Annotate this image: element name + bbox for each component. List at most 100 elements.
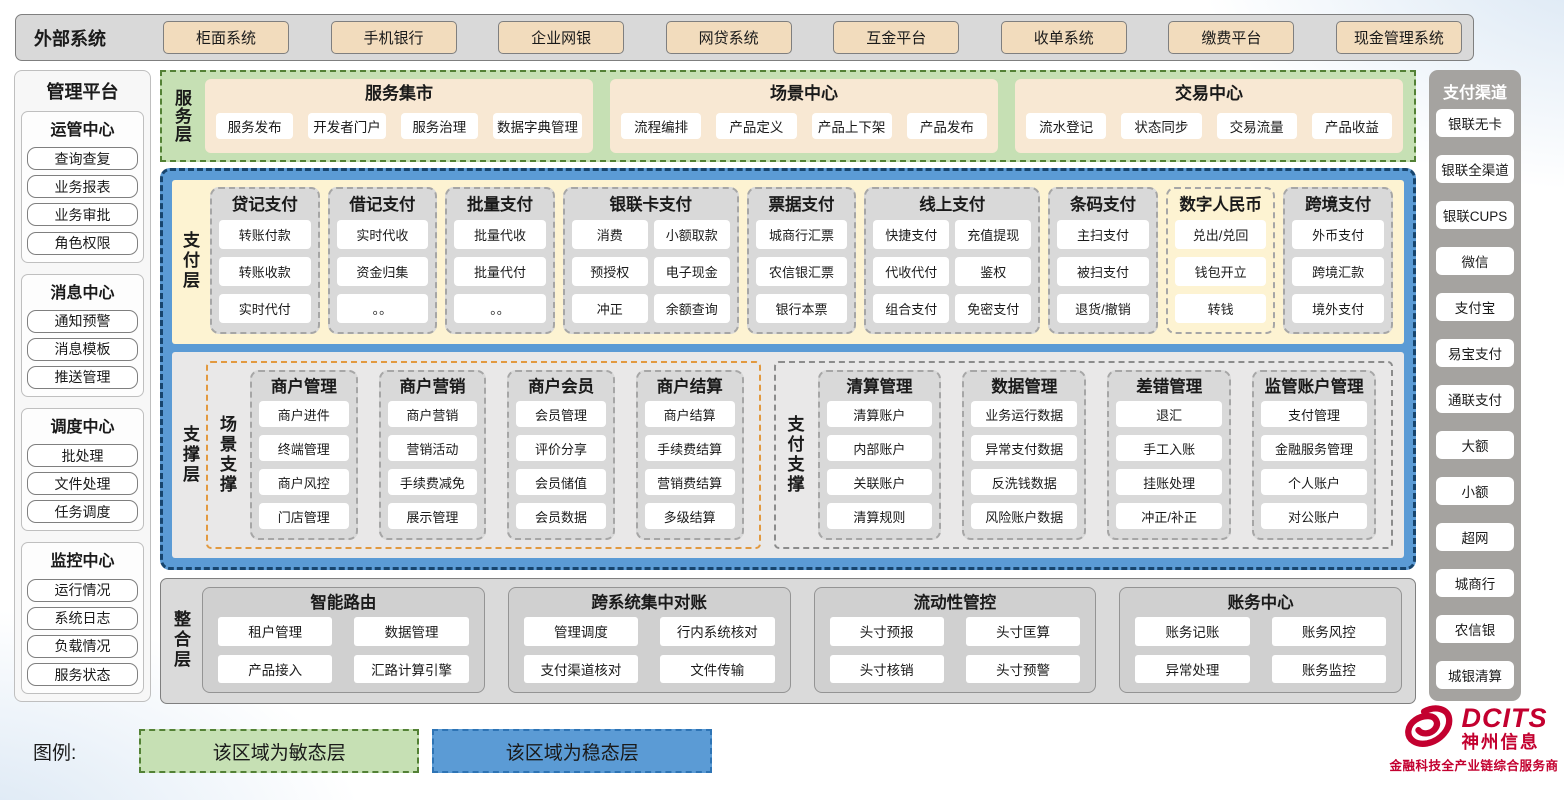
legend-items: 该区域为敏态层该区域为稳态层	[139, 729, 713, 773]
support-section: 支付支撑清算管理清算账户内部账户关联账户清算规则数据管理业务运行数据异常支付数据…	[773, 361, 1393, 549]
payment-group-title: 条码支付	[1069, 196, 1136, 214]
service-item: 服务治理	[400, 112, 478, 139]
support-layer-label: 支撑层	[180, 425, 199, 486]
integration-item: 头寸核销	[829, 654, 944, 683]
payment-item: 钱包开立	[1174, 257, 1267, 287]
service-item: 数据字典管理	[492, 112, 582, 139]
service-panel-items: 服务发布开发者门户服务治理数据字典管理	[216, 107, 582, 144]
payment-group-title: 线上支付	[919, 196, 986, 214]
support-item: 退汇	[1116, 401, 1223, 428]
support-item: 对公账户	[1261, 503, 1367, 529]
management-item: 运行情况	[27, 578, 138, 602]
dcits-brand-text: DCITS	[1461, 703, 1548, 733]
management-item: 文件处理	[27, 472, 138, 496]
payment-group-title: 银联卡支付	[609, 196, 692, 214]
external-system-box: 缴费平台	[1168, 21, 1295, 54]
support-layer: 支撑层 场景支撑商户管理商户进件终端管理商户风控门店管理商户营销商户营销营销活动…	[172, 352, 1404, 558]
payment-item: 电子现金	[653, 257, 730, 287]
payment-channel-item: 易宝支付	[1436, 339, 1514, 367]
integration-layer: 整合层 智能路由租户管理数据管理产品接入汇路计算引擎跨系统集中对账管理调度行内系…	[160, 578, 1416, 704]
payment-item: 农信银汇票	[755, 257, 848, 287]
integration-item: 产品接入	[218, 654, 333, 683]
legend-item-agile: 该区域为敏态层	[139, 729, 420, 773]
integration-panel-title: 流动性管控	[913, 594, 997, 612]
support-item: 金融服务管理	[1261, 435, 1367, 462]
support-section-columns: 商户管理商户进件终端管理商户风控门店管理商户营销商户营销营销活动手续费减免展示管…	[241, 370, 753, 540]
integration-item: 租户管理	[218, 617, 333, 646]
payment-group-title: 数字人民币	[1179, 196, 1262, 214]
integration-panel: 流动性管控头寸预报头寸匡算头寸核销头寸预警	[813, 587, 1097, 693]
payment-channel-item: 支付宝	[1436, 293, 1514, 321]
support-item: 挂账处理	[1116, 469, 1223, 496]
support-item: 商户风控	[259, 469, 349, 496]
management-group: 调度中心批处理文件处理任务调度	[21, 408, 144, 532]
support-column: 商户营销商户营销营销活动手续费减免展示管理	[378, 370, 487, 540]
integration-item: 汇路计算引擎	[354, 654, 469, 683]
payment-channel-item: 小额	[1436, 477, 1514, 505]
payment-item: 鉴权	[955, 257, 1032, 287]
integration-item: 异常处理	[1135, 654, 1250, 683]
payment-group-title: 票据支付	[768, 196, 835, 214]
support-column-items: 业务运行数据异常支付数据反洗钱数据风险账户数据	[971, 401, 1078, 529]
integration-item: 账务监控	[1271, 654, 1386, 683]
service-item: 产品定义	[716, 112, 797, 139]
payment-channel-item: 通联支付	[1436, 385, 1514, 413]
support-item: 门店管理	[259, 503, 349, 529]
service-item: 开发者门户	[308, 112, 386, 139]
service-item: 产品收益	[1311, 112, 1392, 139]
payment-item: 批量代收	[454, 220, 546, 250]
service-panels: 服务集市服务发布开发者门户服务治理数据字典管理场景中心流程编排产品定义产品上下架…	[205, 79, 1403, 153]
payment-channel-item: 银联CUPS	[1436, 201, 1514, 229]
support-item: 内部账户	[826, 435, 933, 462]
payment-group: 银联卡支付消费小额取款预授权电子现金冲正余额查询	[562, 187, 739, 335]
payment-channel-item: 城商行	[1436, 569, 1514, 597]
management-item: 业务报表	[27, 175, 138, 199]
external-system-box: 互金平台	[833, 21, 960, 54]
payment-group-items: 外币支付跨境汇款境外支付	[1292, 220, 1384, 324]
support-column-title: 监管账户管理	[1264, 378, 1364, 397]
support-column-items: 退汇手工入账挂账处理冲正/补正	[1116, 401, 1223, 529]
integration-panel: 跨系统集中对账管理调度行内系统核对支付渠道核对文件传输	[507, 587, 791, 693]
service-layer: 服务层 服务集市服务发布开发者门户服务治理数据字典管理场景中心流程编排产品定义产…	[160, 70, 1416, 162]
management-item: 角色权限	[27, 231, 138, 255]
support-section-columns: 清算管理清算账户内部账户关联账户清算规则数据管理业务运行数据异常支付数据反洗钱数…	[809, 370, 1386, 540]
payment-group: 批量支付批量代收批量代付。。	[445, 187, 555, 335]
payment-item: 外币支付	[1292, 220, 1384, 250]
integration-item: 账务风控	[1271, 617, 1386, 646]
payment-groups: 贷记支付转账付款转账收款实时代付借记支付实时代收资金归集。。批量支付批量代收批量…	[210, 187, 1393, 335]
support-section-label: 场景支撑	[217, 415, 236, 496]
support-item: 展示管理	[387, 503, 478, 529]
payment-item: 实时代付	[219, 294, 311, 324]
support-column-items: 清算账户内部账户关联账户清算规则	[826, 401, 933, 529]
payment-group-items: 主扫支付被扫支付退货/撤销	[1057, 220, 1149, 324]
management-groups: 运管中心查询查复业务报表业务审批角色权限消息中心通知预警消息模板推送管理调度中心…	[21, 111, 144, 694]
support-column-items: 商户营销营销活动手续费减免展示管理	[387, 401, 478, 529]
payment-item: 。。	[336, 294, 429, 324]
service-item: 产品发布	[906, 112, 987, 139]
payment-item: 消费	[571, 220, 648, 250]
payment-item: 城商行汇票	[755, 220, 848, 250]
payment-item: 跨境汇款	[1292, 257, 1384, 287]
external-system-box: 收单系统	[1000, 21, 1127, 54]
support-item: 反洗钱数据	[971, 469, 1078, 496]
payment-item: 境外支付	[1292, 294, 1384, 324]
dcits-company-text: 神州信息	[1461, 732, 1540, 753]
payment-item: 小额取款	[653, 220, 730, 250]
payment-layer-label: 支付层	[180, 230, 199, 291]
management-group: 消息中心通知预警消息模板推送管理	[21, 273, 144, 397]
payment-channel-item: 银联全渠道	[1436, 155, 1514, 183]
management-group: 运管中心查询查复业务报表业务审批角色权限	[21, 111, 144, 263]
integration-panel-title: 智能路由	[310, 594, 377, 612]
external-system-box: 企业网银	[498, 21, 625, 54]
support-column: 商户结算商户结算手续费结算营销费结算多级结算	[635, 370, 744, 540]
integration-panel: 智能路由租户管理数据管理产品接入汇路计算引擎	[202, 587, 485, 693]
support-item: 手工入账	[1116, 435, 1223, 462]
support-column-items: 商户进件终端管理商户风控门店管理	[259, 401, 349, 529]
service-layer-label: 服务层	[172, 89, 191, 143]
support-column-title: 商户会员	[528, 378, 595, 397]
dcits-logo-texts: DCITS 神州信息	[1461, 703, 1548, 753]
management-group: 监控中心运行情况系统日志负载情况服务状态	[21, 542, 144, 694]
payment-channel-item: 银联无卡	[1436, 109, 1514, 137]
service-item: 流程编排	[621, 112, 702, 139]
